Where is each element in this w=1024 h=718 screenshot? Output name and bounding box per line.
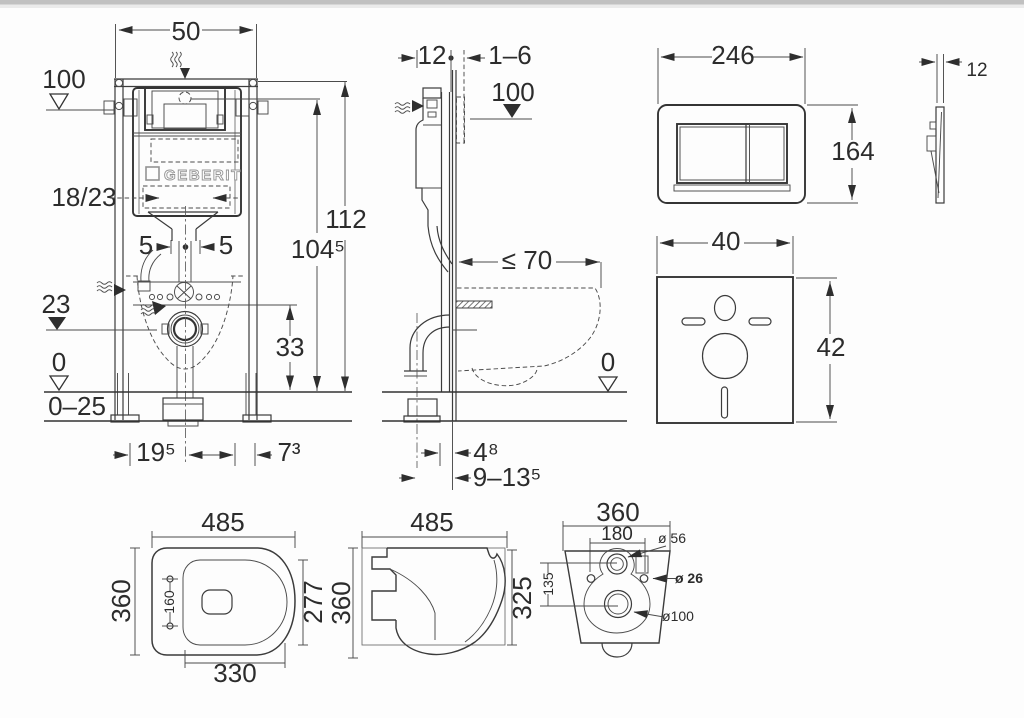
pan-envelope-box bbox=[361, 547, 506, 646]
flush-plate bbox=[657, 104, 806, 204]
hole-offset-label: 135 bbox=[540, 572, 556, 596]
offset-right-label: 5 bbox=[219, 230, 233, 260]
inlet-level-label: 23 bbox=[42, 289, 71, 319]
pan-rear-body bbox=[564, 550, 671, 644]
supply-level-label: 100 bbox=[42, 64, 85, 94]
sound-mat bbox=[656, 276, 794, 424]
offset-left-label: 5 bbox=[139, 230, 153, 260]
zero-triangle-icon bbox=[48, 375, 70, 392]
actuator-center-mark bbox=[178, 91, 192, 105]
hanger-bracket-right bbox=[235, 98, 250, 117]
mat-drain-hole bbox=[701, 332, 749, 380]
seat-hole-spacing-label: 160 bbox=[161, 590, 177, 614]
frame-front-view: 50 GEBERIT bbox=[42, 16, 367, 467]
foot-plate-right bbox=[242, 414, 272, 423]
foot-plate-left bbox=[110, 414, 140, 423]
pan-rim-top bbox=[182, 559, 288, 646]
bolt-spacing-label: 180 bbox=[601, 524, 633, 545]
flush-buttons bbox=[676, 123, 788, 184]
mat-slot-left bbox=[681, 317, 706, 326]
side-zero-triangle-icon bbox=[597, 376, 619, 393]
outlet-box bbox=[162, 397, 204, 421]
pan-silhouette-side bbox=[457, 287, 601, 372]
actuator-height-label: 104⁵ bbox=[291, 234, 345, 264]
level-triangle-filled-icon bbox=[48, 317, 66, 330]
pan-silhouette-front bbox=[136, 275, 234, 370]
pan-projection-label: ≤ 70 bbox=[502, 245, 552, 275]
wall-lining-zone bbox=[456, 96, 465, 144]
frame-side-view: 12 1–6 100 bbox=[382, 40, 627, 492]
pan-flush-opening bbox=[201, 589, 233, 615]
water-supply-icon bbox=[170, 51, 182, 68]
sound-mat-view: 40 42 bbox=[656, 226, 846, 424]
pan-outline-side bbox=[387, 547, 506, 656]
wall-lining-label: 1–6 bbox=[488, 40, 531, 70]
frame-depth-label: 12 bbox=[418, 40, 447, 70]
flush-plate-side-view: 12 bbox=[919, 54, 988, 204]
side-water-icon bbox=[394, 102, 411, 114]
plate-depth-label: 12 bbox=[966, 60, 987, 81]
foot-offset-label: 19⁵ bbox=[136, 437, 176, 467]
pan-rear-view: 360 180 ø 56 ø 26 ø100 135 bbox=[540, 497, 703, 658]
zero-level-label: 0 bbox=[52, 347, 66, 377]
mat-bottom-slot bbox=[720, 386, 729, 419]
side-zero-label: 0 bbox=[601, 347, 615, 377]
flush-water-icon bbox=[96, 281, 113, 293]
supply-arrow-icon bbox=[180, 68, 190, 79]
mat-width-label: 40 bbox=[712, 226, 741, 256]
pan-width-label: 360 bbox=[106, 579, 136, 622]
drain-socket bbox=[166, 310, 204, 348]
pan-rear-width-label: 360 bbox=[596, 497, 639, 527]
pan-side-length-label: 485 bbox=[410, 507, 453, 537]
side-supply-level-label: 100 bbox=[491, 77, 534, 107]
pan-side-height-label: 360 bbox=[326, 581, 356, 624]
bolt-hole-right bbox=[639, 574, 649, 583]
pan-outline-top bbox=[151, 547, 296, 656]
drain-elbow bbox=[409, 314, 451, 371]
plate-side-profile bbox=[935, 106, 945, 204]
bolt-hole-dia-label: ø 26 bbox=[675, 570, 703, 586]
rim-width-label: 330 bbox=[213, 658, 256, 688]
flush-inlet-hole bbox=[606, 553, 628, 575]
pan-length-label: 485 bbox=[201, 507, 244, 537]
outlet-offset-label: 4⁸ bbox=[473, 437, 498, 467]
valve-span-label: 18/23 bbox=[51, 182, 116, 212]
outlet-hole bbox=[603, 589, 633, 619]
bolt-hole-left bbox=[586, 574, 596, 583]
outlet-range-label: 9–13⁵ bbox=[473, 462, 542, 492]
frame-width-label: 50 bbox=[172, 16, 201, 46]
plate-height-label: 164 bbox=[831, 136, 874, 166]
pan-side-depth-label: 325 bbox=[507, 576, 537, 619]
pan-mount-face bbox=[371, 548, 397, 621]
floor-range-label: 0–25 bbox=[48, 391, 106, 421]
hanger-bracket-left bbox=[123, 98, 138, 117]
side-level-triangle-icon bbox=[503, 104, 521, 118]
level-triangle-open-icon bbox=[48, 93, 70, 111]
brand-logo-square-icon bbox=[145, 166, 160, 181]
inspection-window bbox=[144, 87, 226, 131]
mat-slot-right bbox=[748, 317, 772, 326]
flush-plate-front-view: 246 164 bbox=[657, 40, 875, 204]
cistern-profile bbox=[415, 98, 429, 226]
rim-depth-label: 277 bbox=[298, 580, 328, 623]
threaded-rods bbox=[455, 300, 493, 309]
scan-artifact-band bbox=[0, 0, 1024, 8]
outlet-hole-dia-label: ø100 bbox=[662, 608, 694, 624]
mat-height-label: 42 bbox=[817, 332, 846, 362]
total-height-label: 112 bbox=[325, 204, 366, 234]
flush-funnel bbox=[147, 211, 219, 241]
pan-top-view: 485 360 160 277 330 bbox=[106, 507, 328, 688]
flush-hole-dia-label: ø 56 bbox=[658, 530, 686, 546]
brand-logo-text: GEBERIT bbox=[164, 167, 242, 184]
outlet-height-label: 33 bbox=[276, 332, 305, 362]
mat-top-hole bbox=[713, 294, 737, 322]
side-offset-label: 7³ bbox=[277, 437, 300, 467]
pan-side-view: 485 360 325 bbox=[326, 507, 537, 659]
plate-width-label: 246 bbox=[711, 40, 754, 70]
